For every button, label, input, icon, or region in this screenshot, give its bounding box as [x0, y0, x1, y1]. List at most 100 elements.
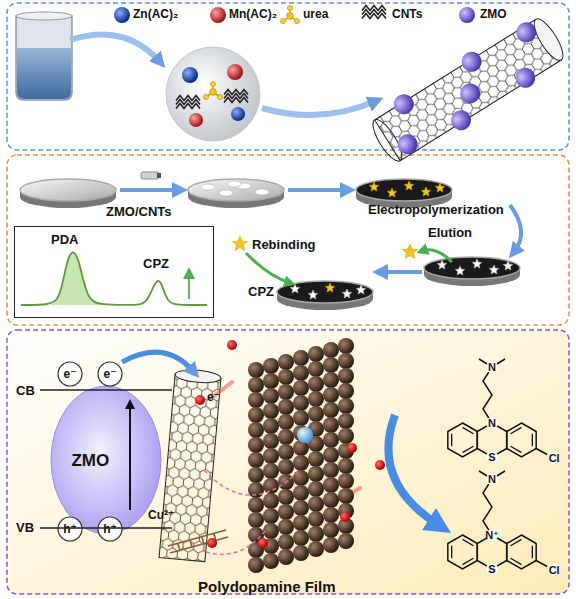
zmo-band: ZMO — [50, 385, 162, 535]
double-bond — [511, 539, 522, 545]
polydopamine-unit — [278, 369, 294, 385]
modified-electrode — [188, 179, 284, 208]
atom-mask — [548, 452, 560, 464]
atom-label: S — [488, 452, 495, 463]
ring-bond — [448, 423, 477, 457]
cnt-icon — [224, 90, 248, 103]
reagent-label: Zn(AC)₂ — [133, 8, 178, 20]
polydopamine-unit — [248, 467, 264, 483]
carrier-circle — [58, 517, 82, 541]
dpv-curve — [21, 252, 207, 305]
polydopamine-unit — [308, 406, 324, 422]
polydopamine-unit — [278, 399, 294, 415]
polydopamine-unit — [323, 372, 339, 388]
zinc-acetate — [231, 107, 245, 121]
mixing-sphere — [166, 47, 260, 141]
hole-circle: h⁺ — [57, 516, 83, 542]
electron-transfer-arrow — [122, 352, 194, 372]
imprinted-cavity — [290, 284, 300, 293]
ring-bond — [507, 535, 536, 569]
polydopamine-unit — [293, 545, 309, 561]
double-bond — [463, 446, 474, 452]
polydopamine-unit — [263, 433, 279, 449]
chloro-bond — [536, 449, 547, 455]
zmo-particle — [459, 7, 475, 23]
polydopamine-unit — [263, 358, 279, 374]
node-text: e⁻ — [103, 368, 116, 380]
urea-atom — [287, 13, 294, 20]
chromatogram — [15, 227, 212, 316]
polydopamine-unit — [308, 391, 324, 407]
polydopamine-unit — [323, 432, 339, 448]
polydopamine-unit — [248, 392, 264, 408]
atom-label: N — [488, 474, 496, 485]
polydopamine-unit — [338, 338, 354, 354]
cnt-strand — [224, 98, 248, 103]
polydopamine-unit — [293, 410, 309, 426]
polydopamine-unit — [338, 383, 354, 399]
polydopamine-unit — [278, 534, 294, 550]
cpz-molecule — [448, 359, 560, 464]
valence-band-line — [40, 527, 172, 529]
polydopamine-unit — [323, 477, 339, 493]
imprinted-cavity — [489, 265, 499, 274]
polydopamine-unit — [338, 458, 354, 474]
double-bond — [532, 546, 533, 559]
polydopamine-unit — [293, 470, 309, 486]
carbon-nanotube — [159, 368, 221, 561]
polydopamine-unit — [308, 511, 324, 527]
process-arrow — [288, 188, 348, 192]
double-bond — [511, 427, 522, 433]
manganese-acetate — [189, 113, 203, 127]
urea-icon — [280, 5, 299, 23]
polydopamine-unit — [308, 496, 324, 512]
step-label: Electropolymerization — [368, 203, 504, 216]
zmo-particle — [456, 80, 484, 108]
urea-atom — [210, 81, 215, 86]
node-text: h⁺ — [103, 523, 117, 535]
cpz-template — [435, 183, 445, 192]
cpz-template — [387, 188, 397, 197]
reagent-label: CNTs — [392, 8, 422, 20]
double-bond — [463, 427, 474, 433]
polydopamine-unit — [293, 500, 309, 516]
polydopamine-unit — [293, 515, 309, 531]
atom-label: N⁺ — [485, 530, 499, 541]
polydopamine-unit — [338, 398, 354, 414]
polydopamine-unit — [338, 428, 354, 444]
imprinted-cavity — [342, 289, 352, 298]
copper-ion — [297, 427, 313, 443]
polydopamine-unit — [248, 437, 264, 453]
polydopamine-unit — [323, 462, 339, 478]
double-bond — [511, 558, 522, 564]
polydopamine-unit — [308, 361, 324, 377]
polydopamine-unit — [308, 481, 324, 497]
alkyl-chain — [483, 367, 492, 423]
zmo-particle — [447, 107, 475, 135]
manganese-acetate — [210, 7, 226, 23]
hole-circle: h⁺ — [97, 516, 123, 542]
step-label: ZMO/CNTs — [106, 205, 171, 218]
polydopamine-unit — [338, 533, 354, 549]
polydopamine-unit — [263, 403, 279, 419]
polydopamine-unit — [278, 549, 294, 565]
polydopamine-unit — [278, 429, 294, 445]
polydopamine-unit — [248, 377, 264, 393]
beaker — [16, 16, 72, 100]
process-arrow — [510, 205, 521, 252]
polydopamine-unit — [293, 350, 309, 366]
polydopamine-unit — [248, 512, 264, 528]
polydopamine-unit — [293, 485, 309, 501]
double-bond — [463, 558, 474, 564]
polydopamine-unit — [263, 373, 279, 389]
eluted-electrode — [424, 257, 520, 286]
excitation-arrow — [129, 404, 131, 510]
urea-atom — [294, 18, 299, 23]
zmo-particle — [390, 90, 418, 118]
urea-atom — [217, 94, 222, 99]
imprinted-cavity — [437, 260, 447, 269]
cpz-template — [325, 283, 335, 292]
oxidation-arrow — [388, 415, 440, 526]
polydopamine-unit — [323, 402, 339, 418]
